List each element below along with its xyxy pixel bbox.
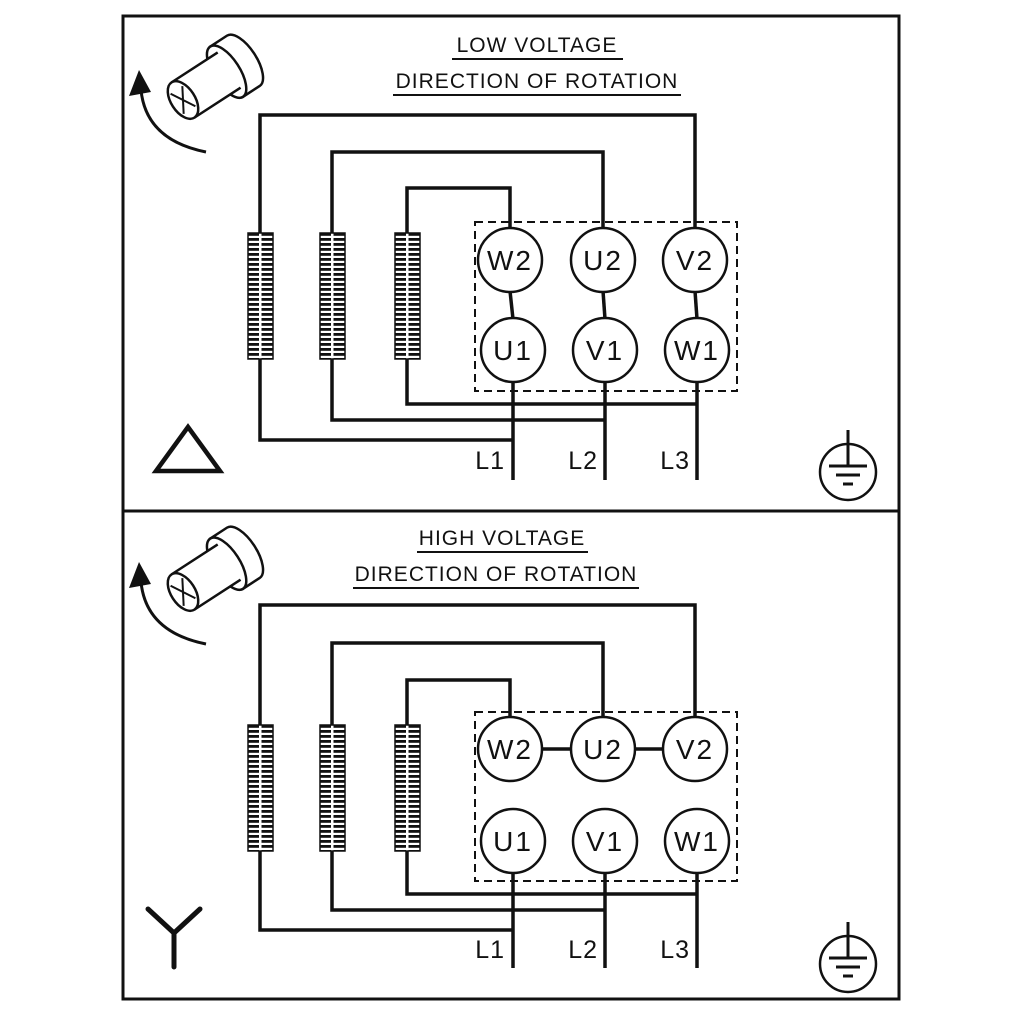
lv-terminal-w2-label: W2 <box>487 245 533 276</box>
hv-motor-windings <box>247 724 421 852</box>
panel-subtitle: DIRECTION OF ROTATION <box>355 563 638 586</box>
earth-ground-icon <box>818 428 878 502</box>
lv-terminal-u1 <box>479 316 547 384</box>
lv-link-u2-v1 <box>601 290 607 320</box>
lv-terminal-v1-label: V1 <box>586 335 624 366</box>
lv-terminal-w1-label: W1 <box>674 335 720 366</box>
rotation-direction-icon <box>127 27 273 154</box>
star-connection-icon <box>145 906 203 970</box>
lv-motor-windings <box>247 232 421 360</box>
hv-wire-coil1-to-v2 <box>258 603 697 726</box>
hv-terminal-w1-label: W1 <box>674 826 720 857</box>
hv-terminal-u1 <box>479 807 547 875</box>
lv-wire-coil3-to-w2 <box>405 186 512 234</box>
lv-link-w2-u1 <box>508 290 515 320</box>
outer-border <box>121 14 901 1001</box>
lv-winding-coil-2 <box>319 232 346 360</box>
hv-l2-label: L2 <box>568 936 598 964</box>
hv-winding-coil-3 <box>394 724 421 852</box>
lv-terminal-w1 <box>663 316 731 384</box>
lv-terminal-u2 <box>569 226 637 294</box>
lv-supply-labels: L1 L2 L3 <box>475 447 690 475</box>
hv-terminal-box <box>474 711 738 882</box>
lv-wire-coil2-to-l2 <box>330 358 605 422</box>
lv-l2-label: L2 <box>568 447 598 475</box>
hv-supply-labels: L1 L2 L3 <box>475 936 690 964</box>
lv-wire-coil2-to-u2 <box>330 150 605 234</box>
delta-connection-icon <box>151 423 225 474</box>
lv-wire-coil1-to-v2 <box>258 113 697 234</box>
hv-winding-coil-1 <box>247 724 274 852</box>
lv-l1-label: L1 <box>475 447 505 475</box>
hv-terminal-u2 <box>569 715 637 783</box>
hv-terminal-v1 <box>571 807 639 875</box>
lv-terminal-v1 <box>571 316 639 384</box>
lv-link-v2-w1 <box>693 290 699 320</box>
hv-wires <box>258 603 699 968</box>
hv-terminals: W2 U2 V2 U1 V1 W1 <box>476 715 731 875</box>
hv-terminal-u1-label: U1 <box>493 826 533 857</box>
hv-wire-coil3-to-w2 <box>405 678 512 726</box>
lv-terminals: W2 U2 V2 U1 V1 W1 <box>476 226 731 384</box>
hv-terminal-w2 <box>476 715 544 783</box>
hv-terminal-w1 <box>663 807 731 875</box>
hv-terminal-v2-label: V2 <box>676 734 714 765</box>
panel-title: LOW VOLTAGE <box>457 34 618 57</box>
lv-wire-coil3-to-l3 <box>405 358 697 406</box>
hv-l1-label: L1 <box>475 936 505 964</box>
hv-terminal-v1-label: V1 <box>586 826 624 857</box>
hv-terminal-u2-label: U2 <box>583 734 623 765</box>
lv-terminal-u1-label: U1 <box>493 335 533 366</box>
hv-wire-coil3-to-l3 <box>405 851 697 896</box>
hv-winding-coil-2 <box>319 724 346 852</box>
lv-winding-coil-1 <box>247 232 274 360</box>
earth-ground-icon <box>818 920 878 994</box>
rotation-direction-icon <box>127 519 273 646</box>
hv-terminal-w2-label: W2 <box>487 734 533 765</box>
lv-winding-coil-3 <box>394 232 421 360</box>
panel-subtitle: DIRECTION OF ROTATION <box>396 70 679 93</box>
panel-low-voltage: LOW VOLTAGE DIRECTION OF ROTATION <box>127 27 878 502</box>
lv-l3-label: L3 <box>660 447 690 475</box>
lv-terminal-u2-label: U2 <box>583 245 623 276</box>
lv-wires <box>258 113 699 480</box>
lv-wire-coil1-to-l1 <box>258 358 513 442</box>
panel-title: HIGH VOLTAGE <box>419 527 585 550</box>
hv-wire-coil2-to-u2 <box>330 641 605 726</box>
lv-terminal-w2 <box>476 226 544 294</box>
hv-l3-label: L3 <box>660 936 690 964</box>
hv-terminal-v2 <box>661 715 729 783</box>
lv-terminal-v2-label: V2 <box>676 245 714 276</box>
lv-terminal-v2 <box>661 226 729 294</box>
lv-terminal-box <box>474 221 738 392</box>
hv-wire-coil1-to-l1 <box>258 851 513 932</box>
panel-high-voltage: HIGH VOLTAGE DIRECTION OF ROTATION <box>127 519 878 994</box>
